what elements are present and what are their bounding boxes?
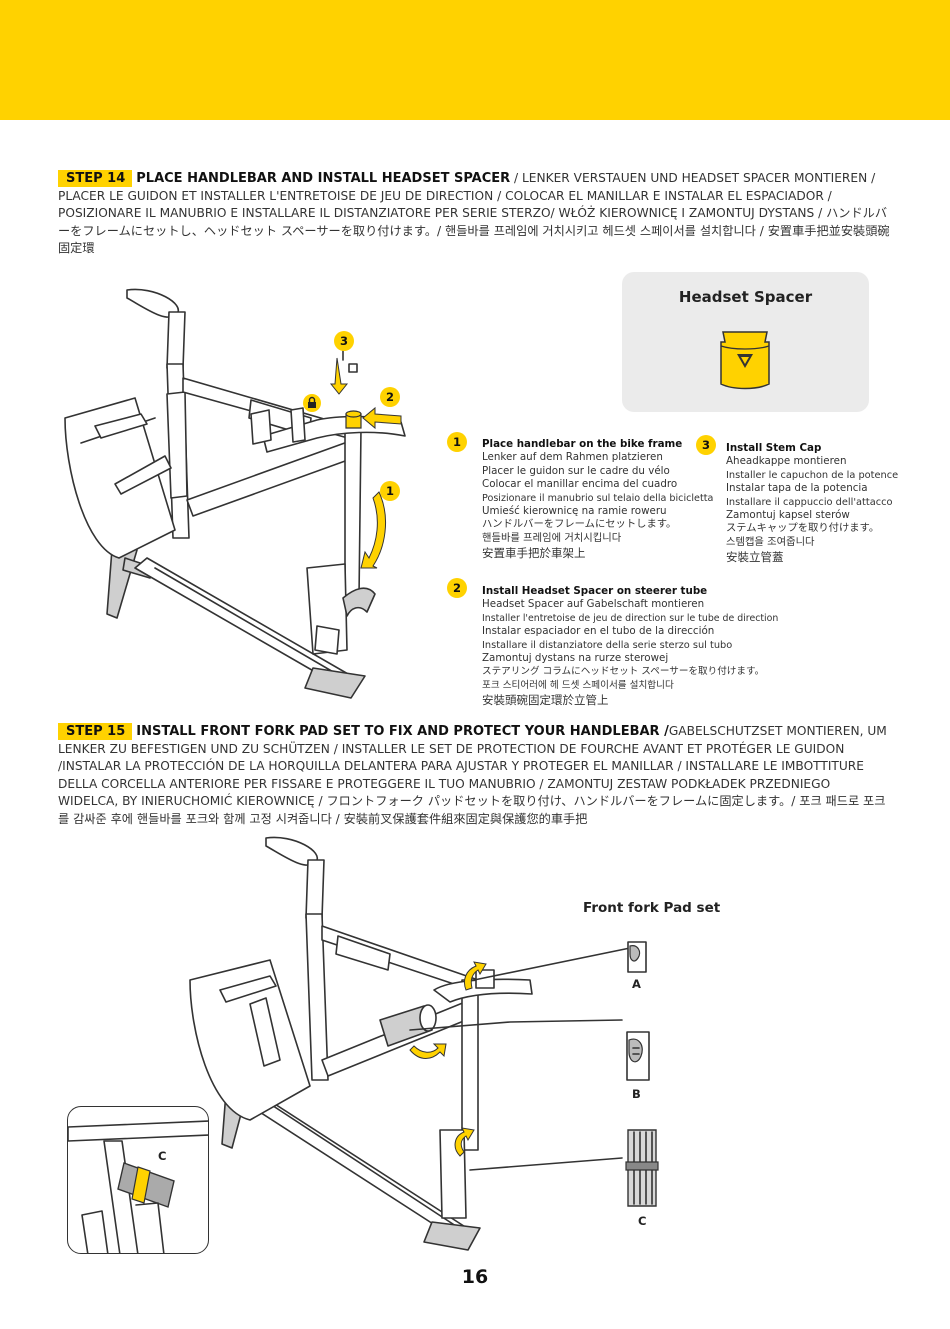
- instruction-1-number: 1: [447, 432, 467, 452]
- step-15-badge: STEP 15: [58, 723, 132, 740]
- step-15-translations: GABELSCHUTZSET MONTIEREN, UM LENKER ZU B…: [58, 724, 887, 826]
- instruction-2: Install Headset Spacer on steerer tube H…: [482, 585, 778, 708]
- callout-2: 2: [380, 387, 400, 407]
- instruction-3: Install Stem Cap Aheadkappe montieren In…: [726, 442, 898, 565]
- inset-detail: [67, 1106, 209, 1254]
- header-band: [0, 0, 950, 120]
- instruction-2-line-2: Headset Spacer auf Gabelschaft montieren: [482, 598, 778, 611]
- instruction-2-line-1: Install Headset Spacer on steerer tube: [482, 585, 778, 598]
- lock-icon: [303, 394, 321, 412]
- inset-illustration: [68, 1107, 209, 1254]
- instruction-2-line-4: Instalar espaciador en el tubo de la dir…: [482, 625, 778, 638]
- instruction-1-line-1: Place handlebar on the bike frame: [482, 438, 713, 451]
- instruction-3-line-7: ステムキャップを取り付けます。: [726, 522, 898, 535]
- instruction-3-line-8: 스템캡을 조여줍니다: [726, 536, 898, 549]
- instruction-2-line-5: Installare il distanziatore della serie …: [482, 639, 778, 652]
- step-14-badge: STEP 14: [58, 170, 132, 187]
- instruction-2-number: 2: [447, 578, 467, 598]
- instruction-1-line-3: Placer le guidon sur le cadre du vélo: [482, 465, 713, 478]
- instruction-2-line-8: 포크 스티어러에 헤 드셋 스페이서를 설치합니다: [482, 679, 778, 692]
- instruction-1-line-5: Posizionare il manubrio sul telaio della…: [482, 492, 713, 505]
- callout-1: 1: [380, 481, 400, 501]
- instruction-3-line-4: Instalar tapa de la potencia: [726, 482, 898, 495]
- pad-b-icon: [623, 1030, 653, 1082]
- instruction-2-line-6: Zamontuj dystans na rurze sterowej: [482, 652, 778, 665]
- instruction-1-line-4: Colocar el manillar encima del cuadro: [482, 478, 713, 491]
- pad-a-icon: [624, 940, 650, 974]
- instruction-1-line-8: 핸들바를 프레임에 거치시킵니다: [482, 532, 713, 545]
- instruction-1-line-7: ハンドルバーをフレームにセットします。: [482, 518, 713, 531]
- instruction-2-line-9: 安裝頭碗固定環於立管上: [482, 694, 778, 707]
- front-fork-pad-set-title: Front fork Pad set: [583, 900, 720, 916]
- instruction-1: Place handlebar on the bike frame Lenker…: [482, 438, 713, 561]
- step-14-heading: STEP 14 PLACE HANDLEBAR AND INSTALL HEADS…: [58, 170, 890, 258]
- instruction-1-line-9: 安置車手把於車架上: [482, 547, 713, 560]
- step-14-illustration: [55, 268, 475, 708]
- callout-3: 3: [334, 331, 354, 351]
- headset-spacer-panel: Headset Spacer: [622, 272, 869, 412]
- instruction-3-line-2: Aheadkappe montieren: [726, 455, 898, 468]
- pad-c-icon: [624, 1128, 660, 1208]
- pad-c-label: C: [638, 1214, 646, 1228]
- step-15-heading: STEP 15 INSTALL FRONT FORK PAD SET TO FIX…: [58, 723, 890, 828]
- inset-pad-c-label: C: [158, 1149, 166, 1163]
- instruction-3-number: 3: [696, 435, 716, 455]
- instruction-1-line-2: Lenker auf dem Rahmen platzieren: [482, 451, 713, 464]
- instruction-3-line-3: Installer le capuchon de la potence: [726, 469, 898, 482]
- instruction-1-line-6: Umieść kierownicę na ramie roweru: [482, 505, 713, 518]
- headset-spacer-icon: [717, 324, 773, 392]
- step-15-illustration: [170, 830, 550, 1270]
- pad-a-label: A: [632, 977, 641, 991]
- instruction-3-line-9: 安裝立管蓋: [726, 551, 898, 564]
- instruction-3-line-5: Installare il cappuccio dell'attacco: [726, 496, 898, 509]
- step-15-title: INSTALL FRONT FORK PAD SET TO FIX AND PR…: [136, 724, 669, 739]
- instruction-2-line-3: Installer l'entretoise de jeu de directi…: [482, 612, 778, 625]
- instruction-3-line-1: Install Stem Cap: [726, 442, 898, 455]
- page-number: 16: [0, 1266, 950, 1288]
- instruction-2-line-7: ステアリング コラムにヘッドセット スペーサーを取り付けます。: [482, 665, 778, 678]
- pad-b-label: B: [632, 1087, 641, 1101]
- headset-spacer-title: Headset Spacer: [622, 288, 869, 306]
- step-14-title: PLACE HANDLEBAR AND INSTALL HEADSET SPAC…: [136, 171, 510, 186]
- instruction-3-line-6: Zamontuj kapsel sterów: [726, 509, 898, 522]
